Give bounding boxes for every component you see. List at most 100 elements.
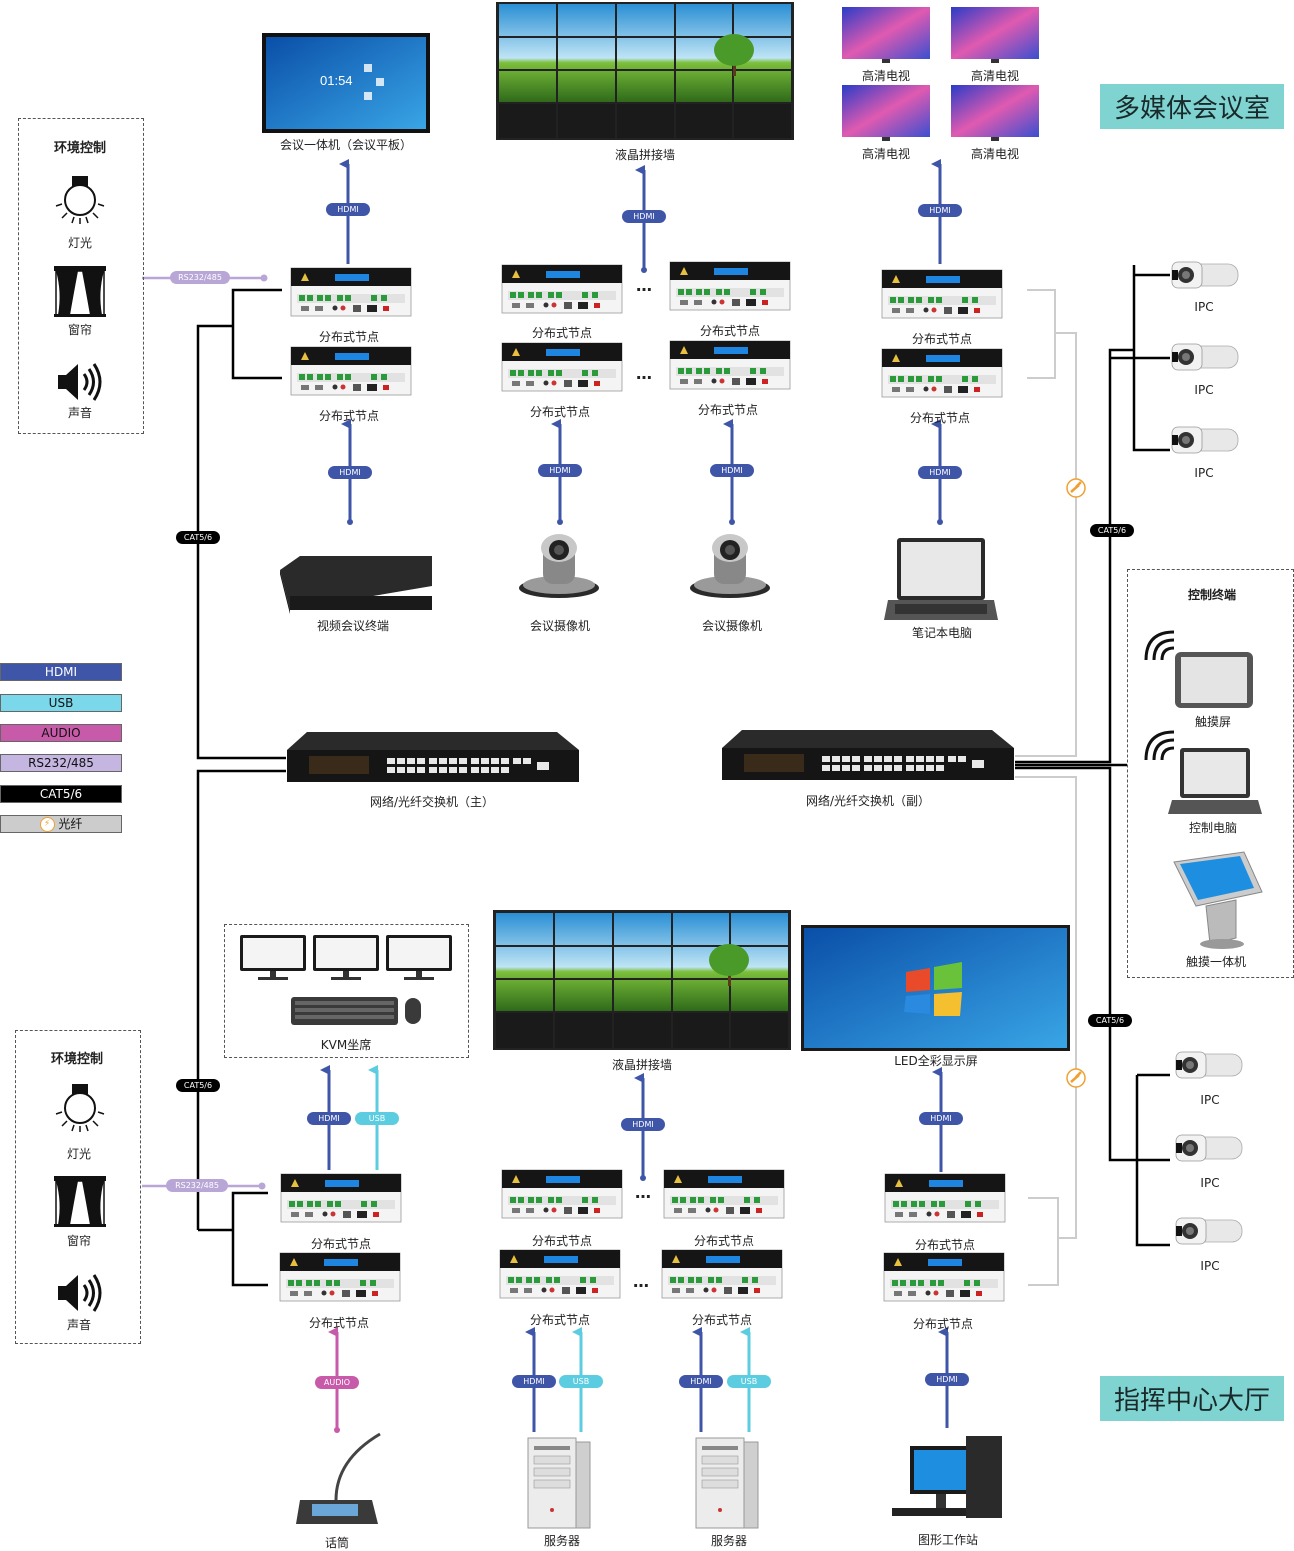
touch-kiosk-label: 触摸一体机: [1185, 955, 1247, 969]
control-pc-label: 控制电脑: [1188, 821, 1238, 835]
hdmi-tag: HDMI: [679, 1375, 723, 1388]
fiber-line: [1015, 776, 1077, 1239]
env-control-title: 环境控制: [50, 1052, 104, 1067]
hdmi-tag: HDMI: [512, 1375, 556, 1388]
switch-sub-icon: [722, 730, 1014, 780]
led-screen-icon: [801, 925, 1070, 1051]
cat-line: [1015, 766, 1137, 1162]
curtain-label: 窗帘: [67, 323, 93, 337]
meeting-panel-label: 会议一体机（会议平板）: [279, 138, 413, 152]
node-device: [501, 264, 623, 314]
switch-sub-label: 网络/光纤交换机（副）: [805, 794, 931, 808]
fiber-icon: ⚡: [39, 817, 55, 832]
sound-label: 声音: [67, 406, 93, 420]
hd-tv-label: 高清电视: [970, 69, 1020, 83]
led-screen-label: LED全彩显示屏: [894, 1054, 978, 1068]
cat-line: [196, 769, 286, 1230]
hdmi-tag: HDMI: [307, 1112, 351, 1125]
ipc-label: IPC: [1194, 300, 1214, 314]
lcd-wall-bottom-icon: [493, 910, 791, 1050]
hdmi-tag: HDMI: [925, 1373, 969, 1386]
control-terminal-panel: [1127, 569, 1294, 978]
hdmi-tag: HDMI: [621, 1118, 665, 1131]
hdmi-tag: HDMI: [710, 464, 754, 477]
node-label: 分布式节点: [531, 1234, 593, 1248]
section-title-command-center: 指挥中心大厅: [1100, 1376, 1285, 1421]
hdmi-tag: HDMI: [919, 1112, 963, 1125]
node-device: [501, 342, 623, 392]
node-label: 分布式节点: [697, 403, 759, 417]
ipc-camera-icon: [1171, 426, 1239, 454]
env-control-panel-top: [18, 118, 144, 434]
node-label: 分布式节点: [909, 411, 971, 425]
fiber-line: [1015, 332, 1077, 757]
node-device: [501, 1169, 623, 1219]
node-label: 分布式节点: [318, 330, 380, 344]
hdmi-tag: HDMI: [918, 204, 962, 217]
node-label: 分布式节点: [914, 1238, 976, 1252]
node-label: 分布式节点: [529, 405, 591, 419]
control-terminal-title: 控制终端: [1187, 588, 1237, 602]
hdmi-tag: HDMI: [918, 466, 962, 479]
ipc-label: IPC: [1200, 1176, 1220, 1190]
laptop-label: 笔记本电脑: [911, 626, 973, 640]
usb-tag: USB: [727, 1375, 771, 1388]
fiber-line: [1028, 1197, 1059, 1286]
legend-usb: USB: [0, 694, 122, 712]
node-label: 分布式节点: [318, 409, 380, 423]
node-label: 分布式节点: [310, 1237, 372, 1251]
node-label: 分布式节点: [531, 326, 593, 340]
node-label: 分布式节点: [699, 324, 761, 338]
cat-line: [1015, 348, 1134, 764]
node-device: [661, 1249, 783, 1299]
node-device: [884, 1173, 1006, 1223]
node-device: [881, 269, 1003, 319]
cat-line: [1132, 265, 1170, 452]
hd-tv-label: 高清电视: [970, 147, 1020, 161]
server-icon: [527, 1437, 591, 1529]
ellipsis: …: [633, 1272, 649, 1291]
node-label: 分布式节点: [529, 1313, 591, 1327]
fiber-icon: [1065, 477, 1087, 499]
kvm-station-panel: [224, 924, 469, 1058]
fiber-icon: [1065, 1067, 1087, 1089]
panel-clock: 01:54: [320, 73, 353, 88]
light-label: 灯光: [67, 236, 93, 250]
node-device: [881, 348, 1003, 398]
env-control-title: 环境控制: [53, 141, 107, 156]
workstation-icon: [892, 1436, 1002, 1518]
ipc-label: IPC: [1194, 466, 1214, 480]
ipc-label: IPC: [1194, 383, 1214, 397]
ellipsis: …: [636, 364, 652, 383]
touch-screen-icon: [1175, 652, 1253, 708]
server-label: 服务器: [710, 1534, 748, 1548]
lcd-wall-top-icon: [496, 2, 794, 140]
cat-line: [1135, 1075, 1170, 1247]
hd-tv-label: 高清电视: [861, 147, 911, 161]
node-label: 分布式节点: [911, 332, 973, 346]
hd-tv-icons: [842, 7, 1039, 141]
ipc-camera-icon: [1175, 1217, 1243, 1245]
hdmi-tag: HDMI: [326, 203, 370, 216]
audio-tag: AUDIO: [315, 1376, 359, 1389]
fiber-line: [1027, 289, 1056, 379]
switch-main-label: 网络/光纤交换机（主）: [369, 795, 495, 809]
vc-terminal-label: 视频会议终端: [316, 619, 390, 633]
sound-label: 声音: [66, 1318, 92, 1332]
ipc-camera-icon: [1175, 1051, 1243, 1079]
conf-camera-label: 会议摄像机: [529, 619, 591, 633]
control-pc-icon: [1168, 748, 1262, 814]
env-control-panel-bottom: [15, 1030, 141, 1344]
node-label: 分布式节点: [693, 1234, 755, 1248]
conf-camera-label: 会议摄像机: [701, 619, 763, 633]
conf-camera-icon: [519, 534, 599, 598]
ellipsis: …: [635, 1183, 651, 1202]
node-device: [280, 1173, 402, 1223]
server-label: 服务器: [543, 1534, 581, 1548]
node-device: [883, 1252, 1005, 1302]
node-label: 分布式节点: [308, 1316, 370, 1330]
cat-line: [231, 288, 282, 380]
ipc-label: IPC: [1200, 1259, 1220, 1273]
ipc-camera-icon: [1175, 1134, 1243, 1162]
